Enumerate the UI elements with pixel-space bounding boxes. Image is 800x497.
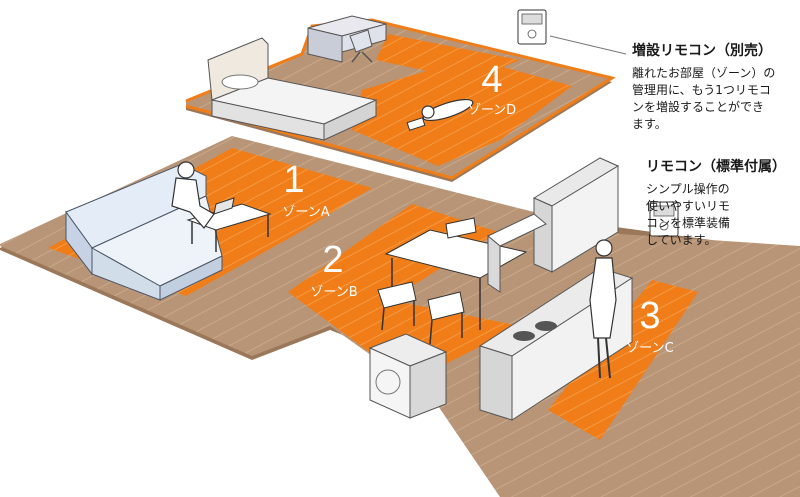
remote-standard-icon (649, 201, 679, 237)
zone-c-label: 3 ゾーンC (626, 295, 673, 356)
callout-extra-remote: 増設リモコン（別売） 離れたお部屋（ゾーン）の 管理用に、もう1つリモコ ンを増… (632, 40, 792, 133)
remote-extra-icon (517, 9, 547, 45)
heat-zone-c (548, 280, 698, 440)
callout-extra-remote-title: 増設リモコン（別売） (632, 43, 772, 59)
outdoor-unit (368, 333, 448, 419)
zone-b-label: 2 ゾーンB (310, 239, 357, 300)
zone-c-name: ゾーンC (626, 341, 673, 356)
callout-extra-remote-desc: 離れたお部屋（ゾーン）の 管理用に、もう1つリモコ ンを増設することができ ます… (632, 66, 776, 131)
desk (307, 15, 387, 63)
zone-b-number: 2 (322, 239, 343, 281)
callout-standard-remote-title: リモコン（標準付属） (646, 159, 786, 175)
zone-b-name: ゾーンB (310, 285, 357, 300)
zone-d-number: 4 (481, 59, 502, 101)
zone-d-label: 4 ゾーンD (468, 59, 516, 118)
person-seated (171, 161, 215, 229)
zone-d-name: ゾーンD (468, 103, 516, 118)
zone-a-number: 1 (283, 159, 304, 201)
person-standing (589, 239, 617, 379)
bed (207, 37, 378, 141)
leader-line-extra (549, 35, 627, 55)
upper-floor (185, 18, 616, 182)
zone-c-number: 3 (639, 295, 660, 337)
zone-a-name: ゾーンA (282, 205, 329, 220)
coffee-table (186, 197, 272, 252)
callout-standard-remote: リモコン（標準付属） シンプル操作の 使いやすいリモ コンを標準装備 しています… (646, 156, 786, 249)
zone-a-label: 1 ゾーンA (282, 159, 329, 220)
person-reading (406, 98, 474, 131)
sofa (65, 163, 223, 301)
callout-standard-remote-desc: シンプル操作の 使いやすいリモ コンを標準装備 しています。 (646, 182, 731, 247)
